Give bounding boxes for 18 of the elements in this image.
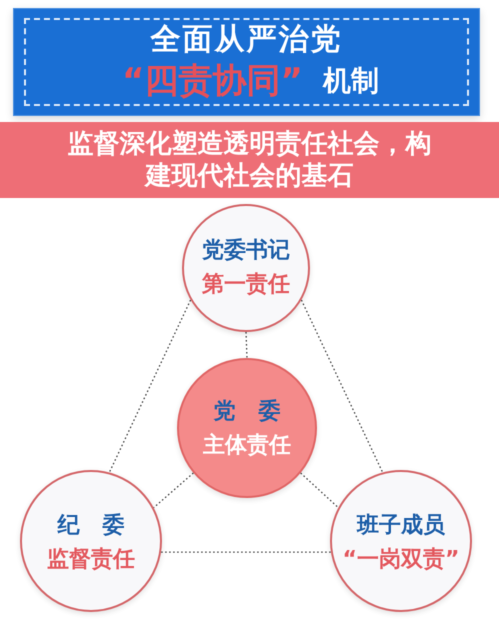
dotted-connector: [108, 300, 192, 473]
caption-text: 监督深化塑造透明责任社会，构建现代社会的基石: [66, 128, 432, 192]
circle-subtitle: 主体责任: [203, 433, 291, 459]
circle-subtitle: 第一责任: [202, 272, 290, 298]
dotted-connector: [300, 300, 384, 473]
circle-subtitle: 监督责任: [47, 547, 135, 573]
circle-title: 班子成员: [357, 513, 445, 539]
dotted-connector: [300, 472, 339, 508]
title-banner: [13, 8, 480, 116]
circle-title: 党 委: [213, 399, 281, 425]
banner-text: 机制: [322, 63, 379, 99]
circle-title: 党委书记: [202, 238, 290, 264]
circle-title: 纪 委: [57, 513, 125, 539]
dotted-connector: [245, 332, 248, 358]
circle-subtitle: “一岗双责”: [342, 547, 460, 573]
banner-highlight: “四责协同”: [122, 60, 303, 102]
banner-heading: 全面从严治党: [150, 22, 342, 58]
dotted-connector: [153, 472, 194, 508]
